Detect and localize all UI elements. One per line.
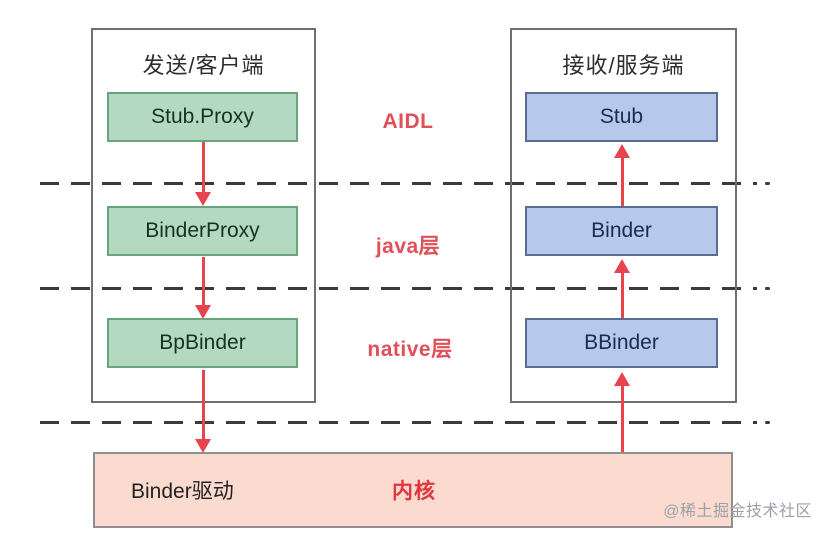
layer-label-java: java层	[375, 235, 441, 258]
node-stub: Stub	[525, 92, 718, 142]
kernel-layer-label: 内核	[392, 480, 436, 503]
layer-separator-java-native	[40, 287, 770, 290]
client-panel-title: 发送/客户端	[142, 53, 265, 78]
layer-separator-aidl-java	[40, 182, 770, 185]
layer-label-native: native层	[367, 338, 453, 361]
kernel-bar: Binder驱动 内核	[93, 452, 733, 528]
node-bp-binder: BpBinder	[107, 318, 298, 368]
watermark-text: @稀土掘金技术社区	[663, 503, 812, 520]
node-stub-proxy: Stub.Proxy	[107, 92, 298, 142]
layer-separator-native-kernel	[40, 421, 770, 424]
node-binder: Binder	[525, 206, 718, 256]
binder-driver-label: Binder驱动	[131, 480, 234, 503]
layer-label-aidl: AIDL	[382, 110, 434, 133]
node-b-binder: BBinder	[525, 318, 718, 368]
server-panel-title: 接收/服务端	[562, 53, 685, 78]
node-binder-proxy: BinderProxy	[107, 206, 298, 256]
